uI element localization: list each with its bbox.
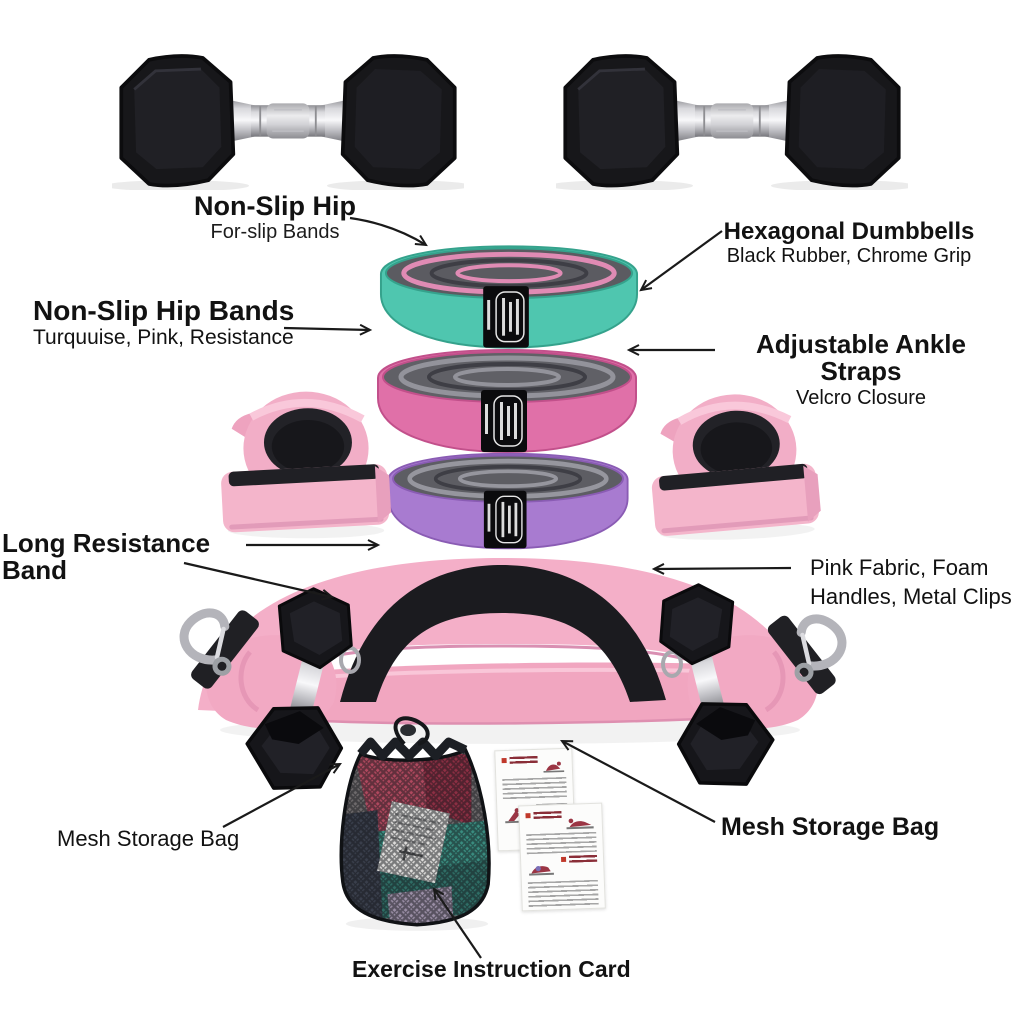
hip-band-purple — [387, 452, 629, 550]
callout-line: Handles, Metal Clips — [810, 584, 1012, 609]
card-heading-lines — [568, 854, 598, 863]
callout-ankle-straps: Adjustable Ankle Straps Velcro Closure — [722, 329, 1000, 411]
card-text-lines — [502, 776, 567, 802]
instruction-card-1 — [494, 747, 576, 852]
long-band-foam-pad — [340, 565, 666, 702]
mesh-storage-bag — [339, 716, 491, 931]
callout-mesh-bag-right: Mesh Storage Bag — [721, 813, 951, 842]
callout-subtitle: Velcro Closure — [795, 386, 927, 409]
ankle-strap-left — [218, 381, 394, 543]
hip-band-pink — [377, 348, 637, 454]
card-bullet-icon — [561, 856, 567, 863]
instruction-card-2 — [518, 802, 606, 912]
callout-title: Mesh Storage Bag — [57, 826, 240, 851]
card-text-lines — [527, 879, 599, 909]
callout-subtitle: For-slip Bands — [210, 221, 340, 244]
hip-band-turquoise — [379, 245, 639, 349]
callout-title: Mesh Storage Bag — [721, 813, 940, 841]
callout-hip-bands-top: Non-Slip Hip For-slip Bands — [150, 192, 400, 245]
callout-long-band-details: Pink Fabric, Foam Handles, Metal Clips — [810, 553, 1020, 611]
exercise-illustration — [529, 865, 554, 876]
bag-drawstring-gather — [357, 737, 468, 761]
callout-long-band: Long Resistance Band — [2, 528, 282, 586]
left-clip-strap — [191, 610, 259, 689]
callout-subtitle: Turquuise, Pink, Resistance — [33, 326, 294, 350]
card-heading-lines — [509, 755, 538, 764]
long-resistance-band — [0, 558, 1024, 800]
callout-title: Hexagonal Dumbbells — [723, 218, 975, 245]
callout-title: Adjustable Ankle Straps — [756, 329, 966, 387]
right-clip-strap — [767, 615, 836, 695]
callout-mesh-bag-left: Mesh Storage Bag — [57, 826, 277, 852]
callout-title: Non-Slip Hip Bands — [33, 295, 295, 326]
card-bullet-icon — [501, 757, 507, 764]
callout-hexagonal-dumbbells: Hexagonal Dumbbells Black Rubber, Chrome… — [718, 219, 980, 269]
card-bullet-icon — [525, 813, 531, 819]
callout-title: Non-Slip Hip — [194, 191, 356, 221]
long-band-arch — [198, 558, 808, 712]
long-band-right-dumbbell — [647, 575, 780, 796]
long-band-left-dumbbell — [240, 579, 365, 800]
band-label-turquoise — [483, 286, 529, 348]
band-label-pink — [481, 390, 527, 452]
exercise-illustration — [543, 761, 565, 773]
exercise-illustration — [566, 818, 594, 830]
card-text-lines — [526, 831, 597, 855]
card-heading-lines — [533, 810, 562, 819]
bag-drawstring-cord — [393, 716, 430, 746]
hex-dumbbell-left — [112, 54, 464, 190]
callout-title: Long Resistance Band — [2, 528, 211, 586]
callout-title: Exercise Instruction Card — [352, 956, 631, 982]
callout-instruction-card: Exercise Instruction Card — [352, 956, 652, 983]
hex-dumbbell-right — [556, 54, 908, 190]
band-label-purple — [483, 490, 527, 549]
arrow-dumbbells — [639, 230, 723, 292]
callout-line: Pink Fabric, Foam — [810, 555, 989, 580]
callout-subtitle: Black Rubber, Chrome Grip — [726, 245, 972, 268]
callout-hip-bands-left: Non-Slip Hip Bands Turquuise, Pink, Resi… — [33, 296, 333, 352]
